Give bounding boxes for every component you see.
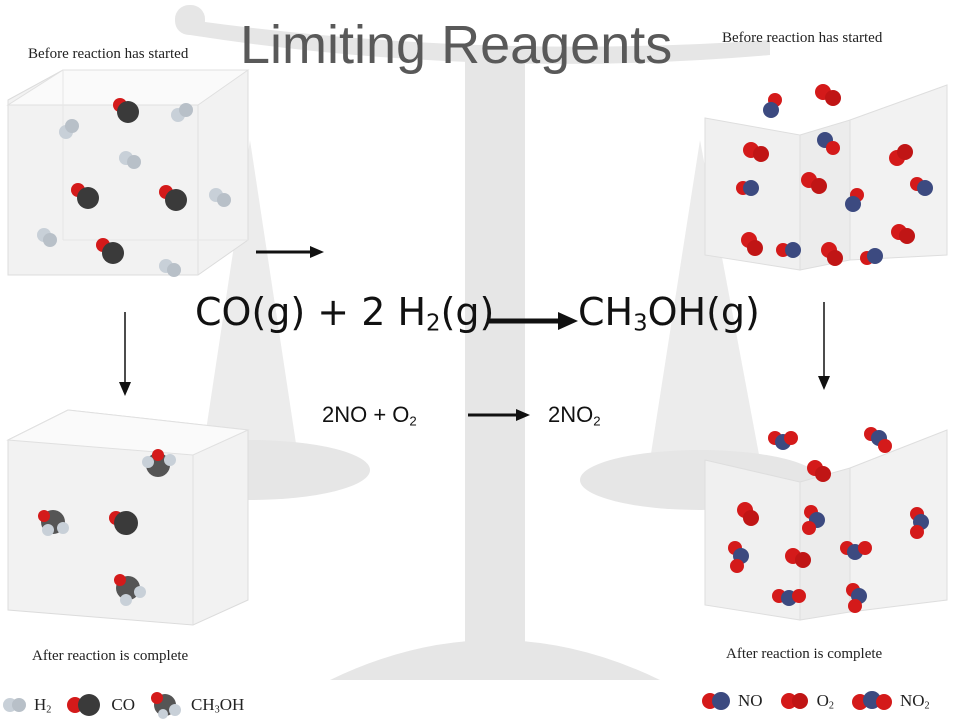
no2-molecule — [728, 541, 749, 573]
no2-molecule — [846, 583, 867, 613]
left-down-arrow — [119, 312, 131, 396]
o2-molecule — [821, 242, 843, 266]
h2-molecule — [59, 119, 79, 139]
left-after-box — [6, 409, 250, 626]
ch3oh-molecule — [142, 449, 176, 477]
ch3oh-molecule — [38, 510, 69, 536]
no2-legend-icon — [851, 691, 892, 710]
reaction-arrow-upper — [256, 246, 324, 258]
no2-molecule — [802, 505, 825, 535]
main-equation-reactants: CO(g) + 2 H2(g) — [195, 290, 495, 337]
no-molecule — [860, 248, 883, 265]
main-equation: CO(g) + 2 H2(g) — [195, 290, 495, 337]
no-molecule — [736, 180, 759, 196]
no-legend-icon — [702, 692, 730, 710]
no-molecule — [763, 93, 782, 118]
legend-item-no: NO — [700, 690, 763, 712]
no2-molecule — [768, 431, 798, 450]
legend-item-o2: O2 — [779, 690, 834, 712]
o2-molecule — [741, 232, 763, 256]
o2-molecule — [743, 142, 769, 162]
left-before-caption: Before reaction has started — [28, 46, 189, 62]
right-legend: NO O2 NO2 — [700, 690, 930, 712]
o2-molecule — [785, 548, 811, 568]
co-molecule — [96, 238, 124, 264]
h2-molecule — [209, 188, 231, 207]
co-molecule — [113, 98, 139, 123]
small-equation-product: 2NO2 — [548, 402, 601, 429]
co-molecule — [71, 183, 99, 209]
co-molecule — [109, 511, 138, 535]
right-after-caption: After reaction is complete — [726, 646, 883, 662]
no2-molecule — [772, 589, 806, 606]
h2-legend-icon — [3, 698, 26, 712]
o2-molecule — [801, 172, 827, 194]
no2-molecule — [864, 427, 892, 453]
o2-legend-icon — [780, 693, 808, 709]
legend-item-ch3oh: CH3OH — [149, 692, 244, 719]
main-equation-product: CH3OH(g) — [578, 290, 760, 337]
no-molecule — [817, 132, 840, 155]
o2-molecule — [807, 460, 831, 482]
reaction-arrow-small — [468, 409, 530, 421]
legend-item-co: CO — [65, 692, 135, 718]
reaction-arrow-main — [488, 312, 578, 330]
h2-molecule — [159, 259, 181, 277]
h2-molecule — [171, 103, 193, 122]
o2-molecule — [889, 144, 913, 166]
left-after-caption: After reaction is complete — [32, 648, 189, 664]
legend-item-h2: H2 — [2, 692, 51, 718]
legend-item-no2: NO2 — [850, 690, 930, 712]
no-molecule — [776, 242, 801, 258]
right-after-box — [704, 427, 948, 621]
o2-molecule — [891, 224, 915, 244]
h2-molecule — [37, 228, 57, 247]
no2-molecule — [910, 507, 929, 539]
left-legend: H2 CO CH3OH — [2, 692, 244, 719]
ch3oh-molecule — [114, 574, 146, 606]
page-title: Limiting Reagents — [240, 15, 673, 75]
co-molecule — [159, 185, 187, 211]
co-legend-icon — [67, 694, 101, 716]
right-down-arrow — [818, 302, 830, 390]
right-before-caption: Before reaction has started — [722, 30, 883, 46]
ch3oh-legend-icon — [151, 692, 181, 719]
no2-molecule — [840, 541, 872, 560]
o2-molecule — [737, 502, 759, 526]
no-molecule — [910, 177, 933, 196]
h2-molecule — [119, 151, 141, 169]
left-before-box — [6, 69, 250, 277]
small-equation-reactants: 2NO + O2 — [322, 402, 417, 429]
o2-molecule — [815, 84, 841, 106]
right-before-box — [704, 84, 948, 271]
no-molecule — [845, 188, 864, 212]
